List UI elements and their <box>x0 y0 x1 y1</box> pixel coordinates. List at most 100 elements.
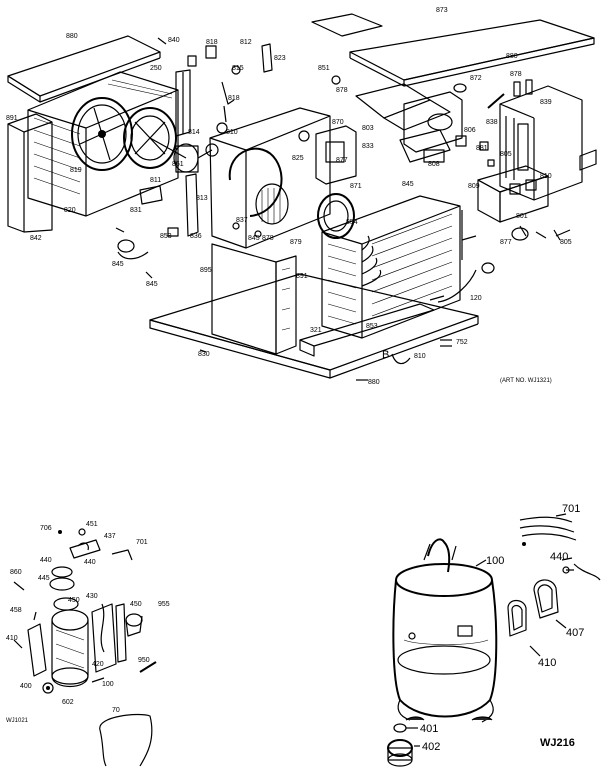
callout-label: 861 <box>172 161 184 168</box>
callout-label: 878 <box>262 235 274 242</box>
callout-label: 810 <box>540 173 552 180</box>
callout-label: 831 <box>130 207 142 214</box>
motor-bracket <box>139 69 199 237</box>
callout-label: 801 <box>516 213 528 220</box>
hardware-parts <box>157 37 341 134</box>
blower-wheel-right <box>317 193 355 239</box>
callout-label: 701 <box>136 539 148 546</box>
callout-label: 842 <box>30 235 42 242</box>
callout-label: 70 <box>112 707 120 714</box>
callout-label: 440 <box>84 559 96 566</box>
callout-label: 401 <box>420 723 438 735</box>
reference-note: (ART NO. WJ1321) <box>500 378 552 384</box>
callout-label: 845 <box>402 181 414 188</box>
callout-label: 873 <box>436 7 448 14</box>
callout-label: 812 <box>240 39 252 46</box>
callout-label: 895 <box>200 267 212 274</box>
callout-label: 838 <box>486 119 498 126</box>
fan-shroud <box>27 71 179 217</box>
small-hardware <box>13 581 157 767</box>
callout-label: 839 <box>540 99 552 106</box>
partition-panel <box>211 243 297 355</box>
fan-blade <box>71 97 133 171</box>
callout-label: 877 <box>500 239 512 246</box>
fan-motor <box>173 143 219 173</box>
callout-label: 840 <box>168 37 180 44</box>
callout-label: 950 <box>138 657 150 664</box>
blower-wheel-left <box>123 107 187 169</box>
callout-label: 250 <box>150 65 162 72</box>
callout-label: 430 <box>86 593 98 600</box>
top-cover-left <box>7 35 161 103</box>
callout-label: 891 <box>6 115 18 122</box>
callout-label: 813 <box>196 195 208 202</box>
callout-label: 880 <box>506 53 518 60</box>
callout-label: 458 <box>10 607 22 614</box>
callout-label: 420 <box>92 661 104 668</box>
compressor-cover <box>355 83 451 131</box>
callout-label: 837 <box>236 217 248 224</box>
callout-label: 851 <box>318 65 330 72</box>
callout-label: 833 <box>362 143 374 150</box>
callout-label: 808 <box>428 161 440 168</box>
callout-label: 815 <box>232 65 244 72</box>
callout-label: 407 <box>566 627 584 639</box>
callout-label: 860 <box>10 569 22 576</box>
control-switch <box>477 165 549 223</box>
callout-label: 400 <box>20 683 32 690</box>
callout-label: 877 <box>336 157 348 164</box>
callout-label: 811 <box>150 177 161 184</box>
callout-label: 410 <box>538 657 556 669</box>
callout-label: 853 <box>160 233 172 240</box>
callout-label: 845 <box>146 281 158 288</box>
base-pan <box>149 273 479 379</box>
callout-label: 872 <box>470 75 482 82</box>
drain-trough <box>299 303 435 357</box>
callout-label: 805 <box>500 151 512 158</box>
callout-label: 853 <box>366 323 378 330</box>
small-capacitor <box>125 613 143 637</box>
cabinet-side-panel <box>7 113 53 233</box>
callout-label: 437 <box>104 533 116 540</box>
callout-label: 879 <box>290 239 302 246</box>
callout-label: 823 <box>274 55 286 62</box>
callout-label: 445 <box>38 575 50 582</box>
callout-label: 440 <box>550 551 568 563</box>
accumulator <box>27 611 47 677</box>
callout-label: 752 <box>456 339 468 346</box>
wire-harness <box>519 516 601 581</box>
blower-housing <box>209 107 331 249</box>
callout-label: 870 <box>332 119 344 126</box>
callout-label: 845 <box>248 235 260 242</box>
hardware-parts-right <box>429 79 571 303</box>
top-plate <box>311 13 383 37</box>
figure-code: WJ216 <box>540 737 575 749</box>
callout-label: 880 <box>66 33 78 40</box>
callout-label: 845 <box>112 261 124 268</box>
callout-label: 806 <box>464 127 476 134</box>
callout-b: B <box>382 349 389 361</box>
small-code: WJ1021 <box>6 718 29 724</box>
callout-label: 450 <box>68 597 80 604</box>
callout-label: 440 <box>40 557 52 564</box>
callout-label: 818 <box>206 39 218 46</box>
callout-label: 836 <box>190 233 202 240</box>
callout-label: 891 <box>296 273 308 280</box>
callout-label: 706 <box>40 525 52 532</box>
callout-label: 810 <box>226 129 238 136</box>
grommet-parts <box>507 579 559 637</box>
callout-label: 410 <box>6 635 18 642</box>
control-panel <box>298 125 357 185</box>
callout-label: 805 <box>560 239 572 246</box>
evaporator-coil <box>321 195 461 339</box>
callout-label: 100 <box>486 555 504 567</box>
compressor-body <box>392 538 498 723</box>
callout-label: 955 <box>158 601 170 608</box>
callout-label: 881 <box>476 145 488 152</box>
callout-label: 830 <box>198 351 210 358</box>
screws <box>199 339 452 381</box>
callout-label: 809 <box>468 183 480 190</box>
callout-label: 810 <box>414 353 426 360</box>
overload-parts <box>49 528 133 611</box>
